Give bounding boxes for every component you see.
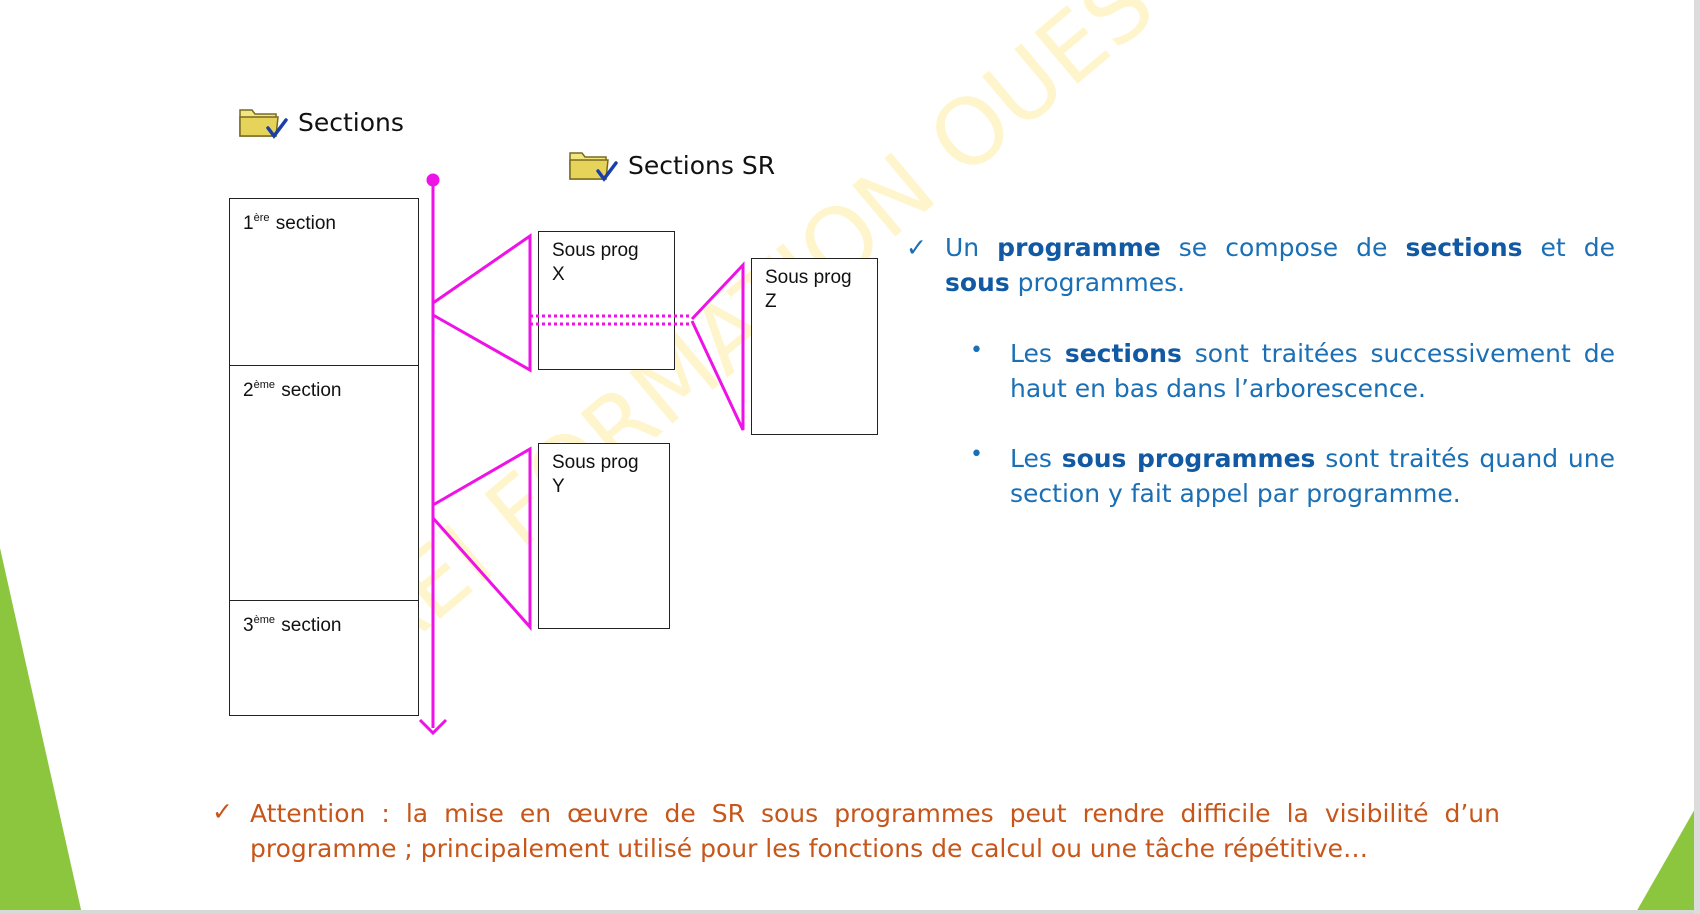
check-icon: ✓ [906,233,927,262]
attention-check-icon: ✓ [212,797,233,826]
right-green-accent [1635,800,1700,914]
subprogram-x: Sous prog X [538,231,675,370]
section-2-label: 2ème section [243,379,342,401]
bullet-2-icon: • [970,442,983,467]
bottom-edge [0,910,1700,914]
sections-sr-header: Sections SR [568,147,775,183]
folder-check-icon [568,147,620,183]
attention-text: Attention : la mise en œuvre de SR sous … [250,799,1500,863]
section-1-label: 1ère section [243,212,336,234]
sections-header: Sections [238,104,404,140]
sections-sr-header-label: Sections SR [628,150,776,180]
subprogram-x-label: Sous prog X [552,240,639,285]
bullet-2-text: Les sous programmes sont traités quand u… [1010,444,1615,508]
left-green-accent [0,548,82,914]
sections-header-label: Sections [298,107,404,137]
section-1: 1ère section [230,199,418,366]
folder-check-icon [238,104,290,140]
bullet-1-icon: • [970,338,983,363]
explanation: ✓ Un programme se compose de sections et… [900,230,1620,530]
bullet-1-text: Les sections sont traitées successivemen… [1010,339,1616,403]
subprogram-y: Sous prog Y [538,443,670,629]
section-3: 3ème section [230,600,418,716]
right-edge [1694,0,1700,914]
section-3-label: 3ème section [243,614,342,636]
section-2: 2ème section [230,365,418,601]
subprogram-z-label: Sous prog Z [765,267,852,312]
subprogram-z: Sous prog Z [751,258,878,435]
intro-paragraph: Un programme se compose de sections et d… [945,233,1615,297]
sections-stack: 1ère section 2ème section 3ème section [229,198,419,716]
subprogram-y-label: Sous prog Y [552,452,639,497]
